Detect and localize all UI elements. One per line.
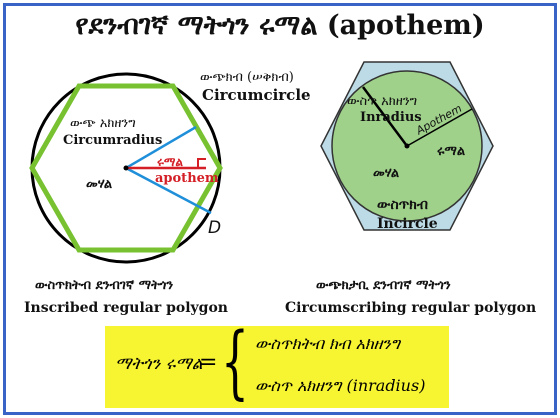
circumcircle-label-en: Circumcircle: [202, 86, 311, 104]
center-label-left: መሃል: [86, 177, 113, 192]
apothem-label-right-am: ሩማል: [437, 144, 466, 159]
inscribed-hexagon: [29, 83, 223, 253]
formula-case-top: ውስጥክትብ ክብ አክዘንግ: [255, 334, 400, 353]
circumradius-line-top: [125, 125, 197, 170]
inradius-label-en: Inradius: [360, 110, 422, 125]
apothem-line-right: [406, 108, 473, 147]
formula-case-bottom: ውስጥ አክዘንግ (inradius): [255, 376, 426, 395]
circumradius-label-am: ውጭ አክዘንግ: [70, 116, 136, 131]
incircle-label-am: ውስጥክብ: [377, 197, 428, 213]
circumcircle-label-am: ውጭክብ (ሠቅክብ): [200, 70, 294, 85]
right-caption-en: Circumscribing regular polygon: [285, 300, 537, 316]
inradius-line: [361, 86, 409, 147]
right-angle-marker: [197, 158, 206, 168]
left-caption-am: ውስጥክትብ ደንብገኛ ማትጎን: [35, 278, 174, 293]
circumradius-line-bottom: [125, 166, 212, 215]
left-caption-en: Inscribed regular polygon: [24, 300, 228, 316]
right-caption-am: ውጭክታቢ ደንብገኛ ማትጎን: [316, 278, 451, 293]
apothem-label-am: ሩማል: [157, 155, 184, 169]
center-dot-right: [404, 143, 410, 149]
center-label-right: መሃል: [373, 166, 400, 181]
center-dot-left: [123, 165, 129, 171]
circumradius-label-en: Circumradius: [63, 133, 163, 148]
formula-box: ማትጎን ሩማል = { ውስጥክትብ ክብ አክዘንግ ውስጥ አክዘንግ (…: [105, 322, 449, 408]
incircle-label-en: Incircle: [377, 216, 438, 232]
vertex-label: D: [208, 218, 222, 238]
figure-frame: የደንብገኛ ማትጎን ሩማል (apothem) ውጭክብ (ሠቅክብ) Ci…: [3, 3, 557, 415]
inscribed-diagram: [29, 72, 223, 264]
inradius-label-am: ውስጥ አክዘንግ: [347, 94, 418, 109]
circumscribing-diagram: [320, 61, 494, 231]
formula-brace: {: [221, 315, 249, 408]
diagram-canvas: [29, 61, 494, 264]
figure-title: የደንብገኛ ማትጎን ሩማል (apothem): [75, 10, 485, 41]
formula-equals: =: [199, 350, 218, 375]
formula-lhs: ማትጎን ሩማል: [115, 354, 203, 374]
apothem-label-en: apothem: [155, 171, 219, 186]
